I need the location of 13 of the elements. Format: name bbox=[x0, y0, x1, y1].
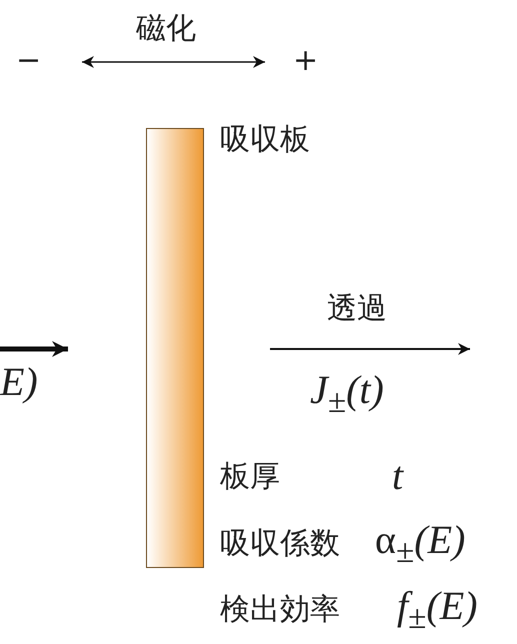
formula-label: f$_{±}$(E) bbox=[397, 586, 478, 634]
plate-label: 吸収板 bbox=[220, 125, 310, 155]
formula-label: α$_{±}$(E) bbox=[375, 520, 466, 568]
magnetization-label: 磁化 bbox=[136, 14, 196, 44]
property-label: 検出効率 bbox=[220, 595, 340, 625]
property-label: 板厚 bbox=[220, 462, 280, 492]
arrow-label: 透過 bbox=[327, 294, 387, 324]
property-label: 吸収係数 bbox=[220, 529, 340, 559]
plus-sign: + bbox=[293, 46, 318, 76]
absorber-plate bbox=[146, 128, 204, 568]
formula-label: t bbox=[392, 456, 404, 496]
formula-label: J$_{±}$(t) bbox=[310, 370, 384, 418]
minus-sign: − bbox=[16, 46, 42, 76]
